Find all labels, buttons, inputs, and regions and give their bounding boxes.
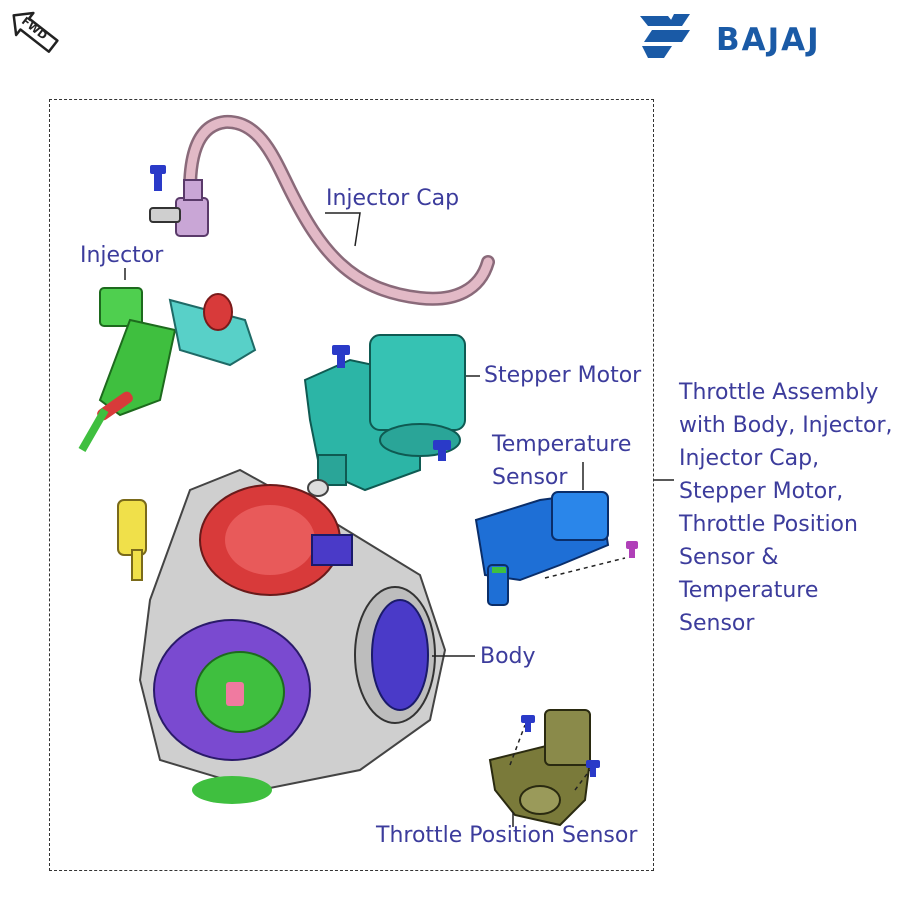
stepper-motor-part: [303, 334, 466, 497]
fwd-arrow-icon: FWD: [2, 2, 68, 62]
label-temperature-sensor-2: Sensor: [492, 465, 568, 490]
label-throttle-position-sensor: Throttle Position Sensor: [376, 823, 638, 848]
screw-icon-stepper: [332, 345, 350, 368]
assembly-line: Throttle Assembly: [679, 380, 879, 405]
screw-icon-cap: [150, 165, 166, 191]
tps-part: [488, 709, 600, 827]
injector-part: [78, 287, 257, 452]
brand-name: BAJAJ: [716, 22, 821, 58]
bajaj-emblem-icon: [640, 14, 690, 58]
bajaj-logo: [638, 12, 898, 62]
label-stepper-motor: Stepper Motor: [484, 363, 642, 388]
assembly-line: Temperature: [679, 578, 819, 603]
assembly-line: with Body, Injector,: [679, 413, 893, 438]
assembly-line: Sensor: [679, 611, 755, 636]
assembly-description: Throttle Assembly with Body, Injector, I…: [679, 376, 893, 640]
parts-frame: [49, 99, 654, 871]
label-injector: Injector: [80, 243, 164, 268]
injector-cap-part: [149, 115, 495, 306]
assembly-line: Throttle Position: [679, 512, 858, 537]
label-body: Body: [480, 644, 536, 669]
screw-icon-temp: [433, 440, 451, 461]
throttle-body-part: [117, 468, 447, 804]
assembly-line: Stepper Motor,: [679, 479, 844, 504]
label-temperature-sensor-1: Temperature: [492, 432, 632, 457]
assembly-line: Injector Cap,: [679, 446, 820, 471]
leader-lines: [124, 212, 674, 827]
temperature-sensor-part: [474, 490, 638, 606]
assembly-line: Sensor &: [679, 545, 779, 570]
label-injector-cap: Injector Cap: [326, 186, 460, 211]
